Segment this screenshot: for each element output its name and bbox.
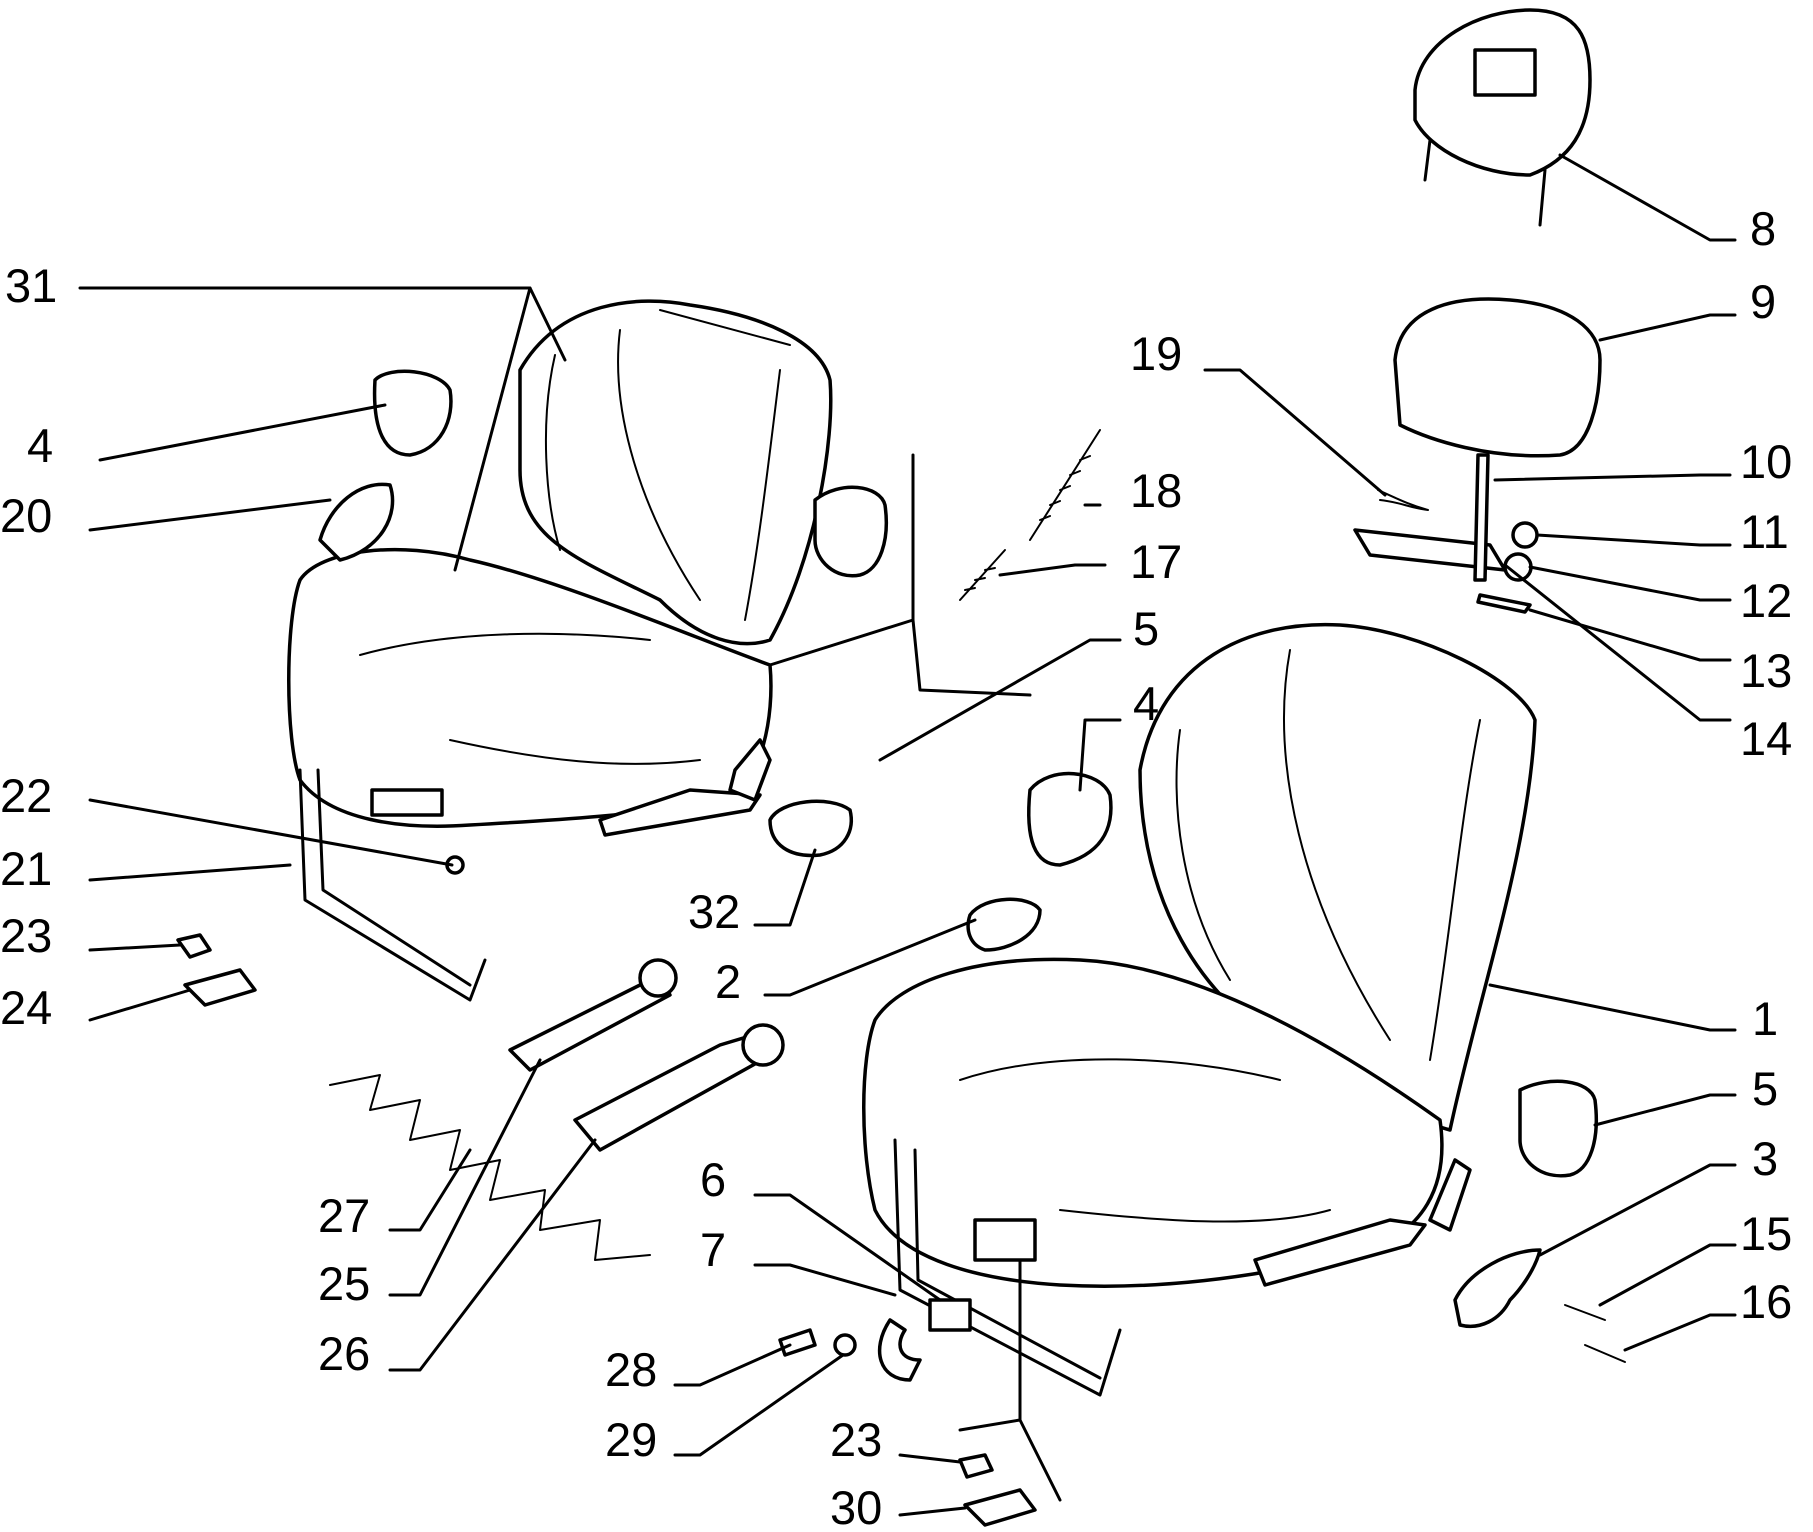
callout-3: 3 bbox=[1752, 1132, 1778, 1185]
callout-17: 17 bbox=[1130, 535, 1182, 588]
callout-11: 11 bbox=[1740, 505, 1789, 558]
callout-6: 6 bbox=[700, 1153, 726, 1206]
callout-1: 1 bbox=[1752, 992, 1778, 1045]
clamp-7 bbox=[878, 1318, 922, 1382]
callout-9: 9 bbox=[1750, 275, 1776, 328]
cap-23a bbox=[176, 933, 212, 959]
right-seat bbox=[862, 528, 1537, 1397]
callout-25: 25 bbox=[318, 1257, 370, 1310]
callout-2: 2 bbox=[715, 955, 741, 1008]
lever-3 bbox=[1453, 1248, 1542, 1328]
spring-18 bbox=[1029, 429, 1101, 541]
knob-cover-5b bbox=[1518, 1079, 1598, 1178]
callout-22: 22 bbox=[0, 769, 52, 822]
callout-15: 15 bbox=[1740, 1207, 1792, 1260]
washer-29 bbox=[833, 1333, 857, 1357]
callout-8: 8 bbox=[1750, 202, 1776, 255]
clip-13 bbox=[1476, 593, 1532, 614]
left-seat bbox=[287, 299, 833, 1002]
callout-24: 24 bbox=[0, 981, 52, 1034]
callout-29: 29 bbox=[605, 1413, 657, 1466]
knob-cover-5a bbox=[813, 485, 888, 578]
callout-5b: 5 bbox=[1752, 1062, 1778, 1115]
screw-15 bbox=[1564, 1304, 1606, 1321]
arm-25-end bbox=[638, 958, 678, 998]
block-6 bbox=[928, 1298, 972, 1332]
cap-30 bbox=[963, 1488, 1037, 1527]
callout-23b: 23 bbox=[830, 1413, 882, 1466]
arm-26-end bbox=[741, 1023, 785, 1067]
callout-19: 19 bbox=[1130, 327, 1182, 380]
callout-16: 16 bbox=[1740, 1275, 1792, 1328]
callout-21: 21 bbox=[0, 842, 52, 895]
callout-27: 27 bbox=[318, 1189, 370, 1242]
cover-4a bbox=[372, 369, 453, 457]
callout-12: 12 bbox=[1740, 574, 1792, 627]
cover-2 bbox=[966, 897, 1042, 952]
leader-lines bbox=[78, 153, 1737, 1517]
cover-4b bbox=[1027, 771, 1113, 867]
screw-16 bbox=[1584, 1344, 1626, 1363]
headrest-cover bbox=[1393, 297, 1602, 458]
callout-10: 10 bbox=[1740, 435, 1792, 488]
callout-14: 14 bbox=[1740, 712, 1792, 765]
headrest bbox=[1413, 8, 1592, 227]
cover-20 bbox=[318, 482, 395, 562]
callout-4a: 4 bbox=[27, 419, 53, 472]
callout-31: 31 bbox=[5, 259, 57, 312]
clip-19 bbox=[1377, 489, 1429, 511]
spring-17 bbox=[959, 549, 1006, 601]
callout-18: 18 bbox=[1130, 464, 1182, 517]
callout-7: 7 bbox=[700, 1223, 726, 1276]
cap-23b bbox=[958, 1453, 994, 1479]
callout-23a: 23 bbox=[0, 909, 52, 962]
wire-27 bbox=[329, 1074, 651, 1261]
cap-24 bbox=[183, 968, 257, 1007]
callout-5a: 5 bbox=[1133, 602, 1159, 655]
bolt-28 bbox=[778, 1328, 817, 1357]
callout-labels: 31 4 20 22 21 23 24 27 25 26 28 29 23 30… bbox=[0, 202, 1792, 1532]
cover-32 bbox=[768, 799, 853, 858]
bushing-11 bbox=[1511, 521, 1539, 549]
headrest-guide bbox=[1473, 453, 1490, 582]
callout-26: 26 bbox=[318, 1327, 370, 1380]
callout-13: 13 bbox=[1740, 644, 1792, 697]
callout-28: 28 bbox=[605, 1343, 657, 1396]
callout-32: 32 bbox=[688, 885, 740, 938]
callout-20: 20 bbox=[0, 489, 52, 542]
callout-30: 30 bbox=[830, 1481, 882, 1532]
callout-4b: 4 bbox=[1133, 677, 1159, 730]
